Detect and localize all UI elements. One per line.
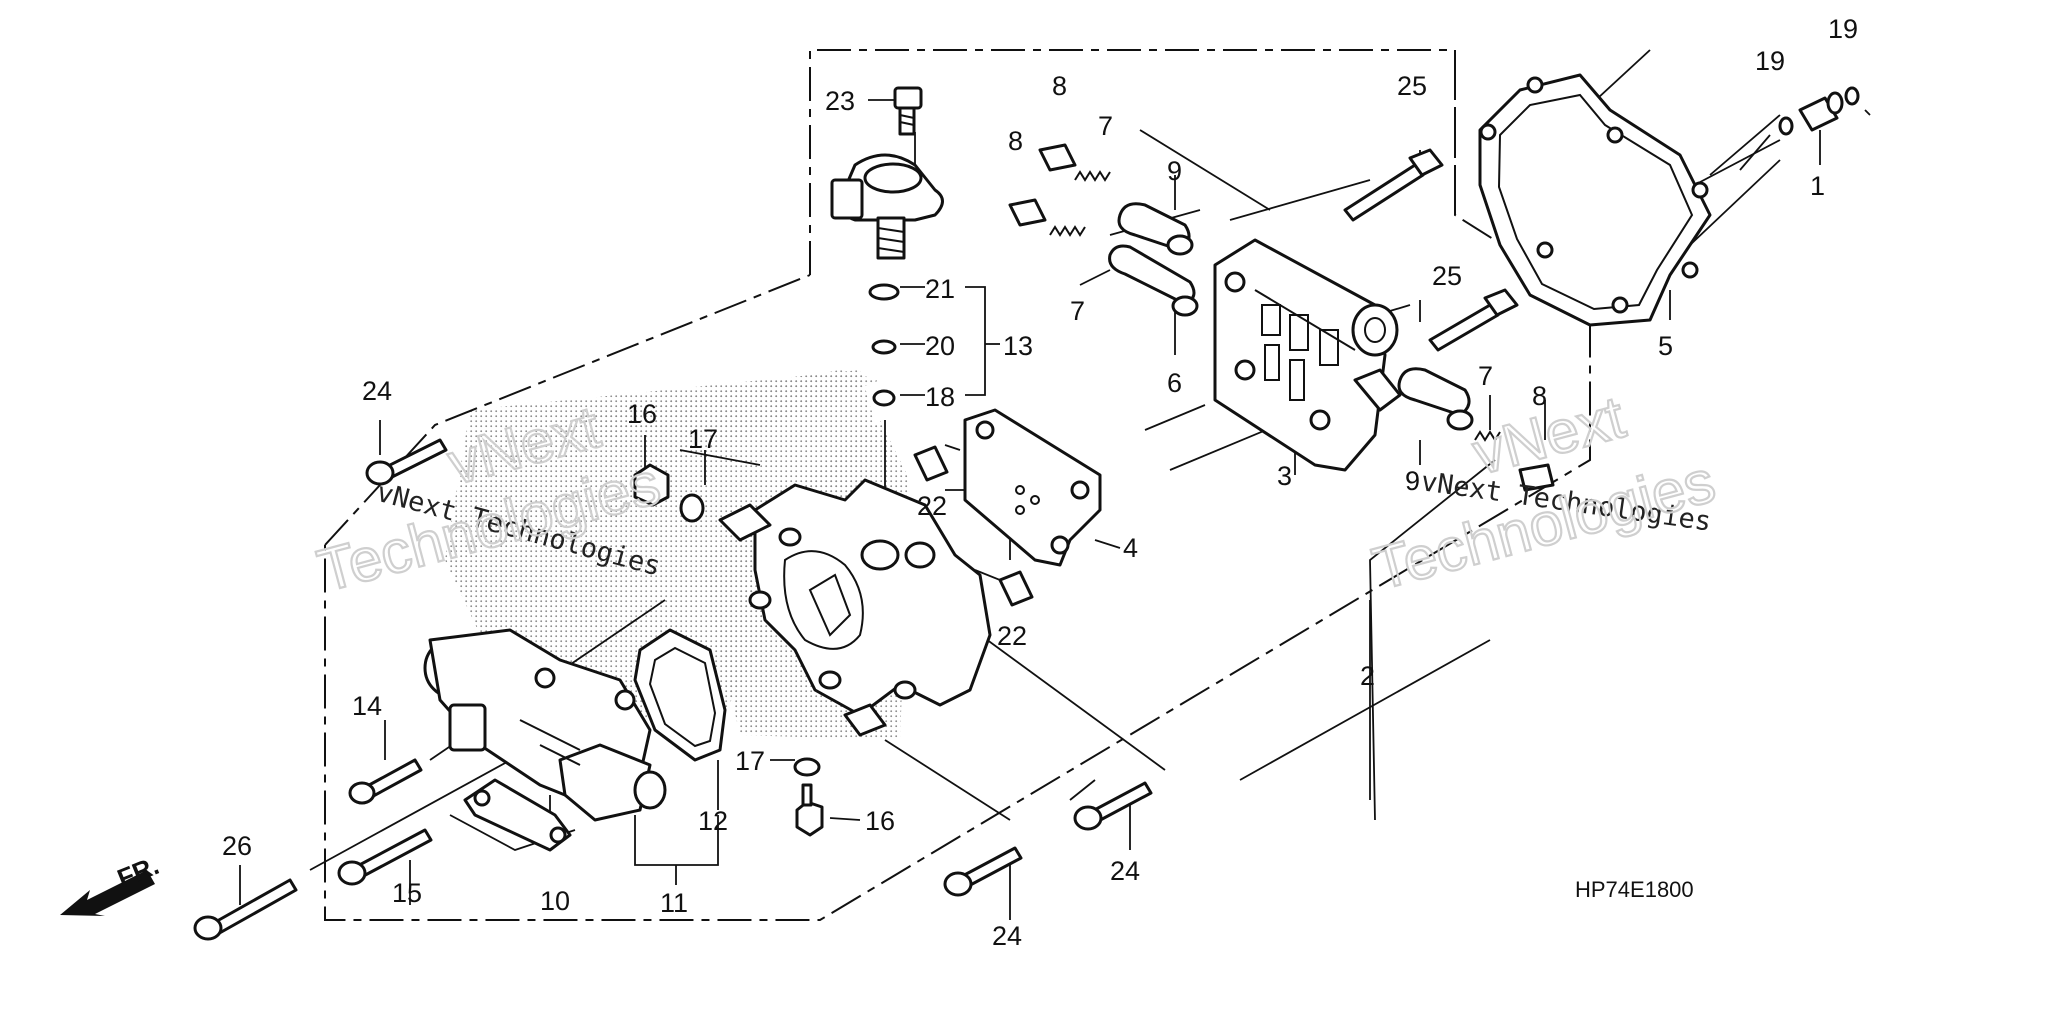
front-direction-arrow: FR. (60, 850, 163, 916)
callout-7-a: 7 (1098, 111, 1113, 141)
part-shift-solenoid-13 (830, 153, 944, 407)
callout-17-b: 17 (735, 746, 765, 776)
callout-24-c: 24 (992, 921, 1022, 951)
part-bolt-23 (893, 86, 923, 136)
callout-8-c: 8 (1532, 381, 1547, 411)
part-gasket-5 (1478, 73, 1712, 327)
part-main-valve-body-2 (718, 478, 992, 737)
callout-16-a: 16 (627, 399, 657, 429)
diagram-code: HP74E1800 (1575, 877, 1694, 902)
callout-8-b: 8 (1008, 126, 1023, 156)
part-linear-solenoid-11 (423, 628, 667, 822)
callout-24-a: 24 (362, 376, 392, 406)
callout-5: 5 (1658, 331, 1673, 361)
part-bolts-misc (193, 438, 1153, 941)
callout-19-a: 19 (1755, 46, 1785, 76)
callout-17-a: 17 (688, 424, 718, 454)
callout-3: 3 (1277, 461, 1292, 491)
callout-11: 11 (660, 888, 688, 918)
part-bracket-10 (463, 778, 572, 852)
callout-22-a: 22 (917, 491, 947, 521)
part-dowel-22 (913, 445, 1034, 607)
part-plug-16-17 (633, 463, 824, 837)
callout-9-b: 9 (1405, 466, 1420, 496)
callout-6: 6 (1167, 368, 1182, 398)
callout-22-b: 22 (997, 621, 1027, 651)
callout-7-c: 7 (1478, 361, 1493, 391)
callout-14: 14 (352, 691, 382, 721)
callout-25-b: 25 (1432, 261, 1462, 291)
part-plate-4 (963, 408, 1102, 567)
callout-15: 15 (392, 878, 422, 908)
callout-21: 21 (925, 274, 955, 304)
callout-18: 18 (925, 382, 955, 412)
callout-23: 23 (825, 86, 855, 116)
part-valve-springs (1008, 143, 1555, 492)
callout-19-b: 19 (1828, 14, 1858, 44)
part-valve-body-3 (1213, 238, 1402, 472)
callout-8-a: 8 (1052, 71, 1067, 101)
callout-25-a: 25 (1397, 71, 1427, 101)
callout-12: 12 (698, 806, 728, 836)
callout-2: 2 (1360, 661, 1375, 691)
part-bolt-25 (1343, 148, 1519, 352)
callout-13: 13 (1003, 331, 1033, 361)
callout-24-b: 24 (1110, 856, 1140, 886)
callout-9-a: 9 (1167, 156, 1182, 186)
callout-20: 20 (925, 331, 955, 361)
callout-4: 4 (1123, 533, 1138, 563)
callout-labels: 23 8 7 8 9 7 6 25 25 3 19 19 1 5 7 8 9 2… (222, 14, 1858, 951)
callout-7-b: 7 (1070, 296, 1085, 326)
assembly-boundaries (324, 49, 1591, 921)
part-gasket-12 (633, 628, 727, 762)
callout-16-b: 16 (865, 806, 895, 836)
callout-1: 1 (1810, 171, 1825, 201)
part-fitting-1-19 (1778, 86, 1860, 136)
callout-26: 26 (222, 831, 252, 861)
callout-10: 10 (540, 886, 570, 916)
